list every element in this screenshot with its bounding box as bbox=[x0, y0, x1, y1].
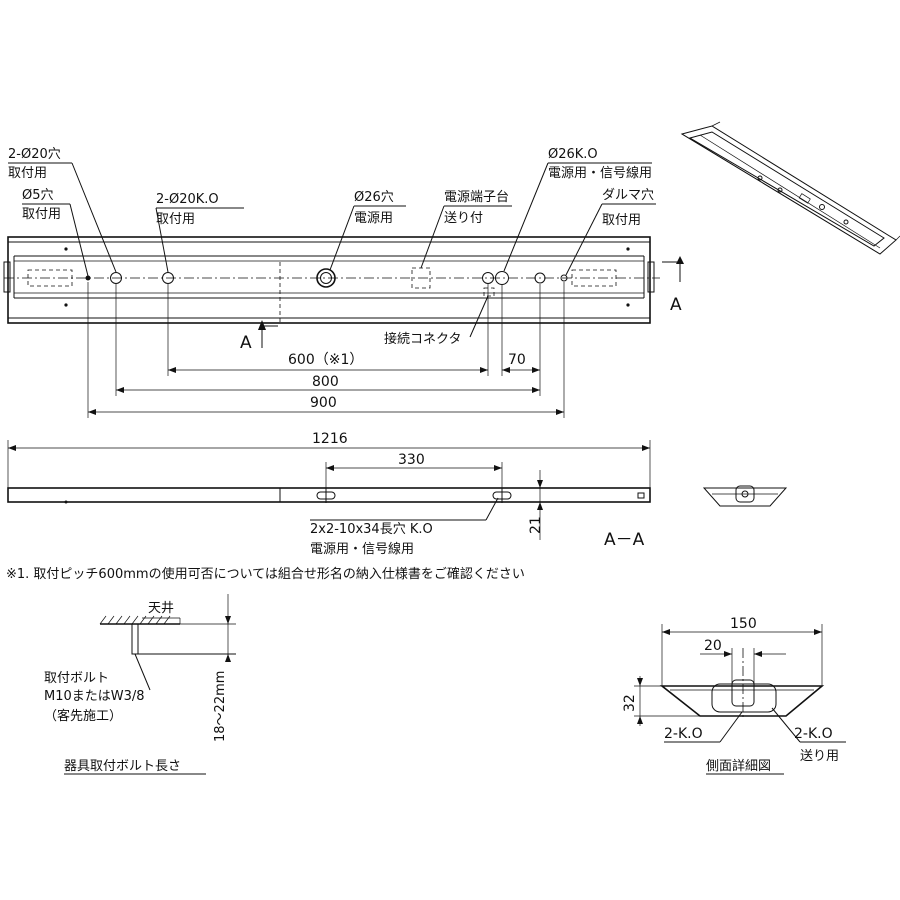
daruma-label: ダルマ穴 bbox=[602, 188, 654, 203]
fixture-body-outline bbox=[7, 236, 651, 324]
hole-26-use: 電源用 bbox=[354, 211, 393, 226]
ko26-use: 電源用・信号線用 bbox=[548, 165, 652, 181]
hole-5-use: 取付用 bbox=[22, 207, 61, 222]
dim-21: 21 bbox=[528, 516, 544, 534]
hole-26-label: Ø26穴 bbox=[354, 190, 394, 205]
ceiling-label: 天井 bbox=[148, 601, 174, 616]
hole-20ko-left bbox=[162, 272, 174, 284]
bolt-title: 取付ボルト bbox=[44, 671, 109, 686]
dim-150: 150 bbox=[730, 616, 757, 632]
ko26-label: Ø26K.O bbox=[548, 147, 598, 162]
terminal-label: 電源端子台 bbox=[444, 190, 509, 205]
bolt-caption: 器具取付ボルト長さ bbox=[64, 759, 181, 774]
bolt-length: 18～22mm bbox=[213, 671, 228, 742]
dim-600: 600（※1） bbox=[288, 352, 363, 368]
connector-label: 接続コネクタ bbox=[384, 331, 461, 347]
side-detail: 150 20 32 2-K.O 2-K.O 送り用 側面詳細図 bbox=[622, 616, 846, 775]
side-detail-caption: 側面詳細図 bbox=[706, 758, 771, 774]
isometric-view bbox=[680, 121, 900, 255]
dim-800: 800 bbox=[312, 374, 339, 390]
bolt-note: （客先施工） bbox=[44, 708, 122, 724]
section-mark-right: A bbox=[670, 295, 682, 315]
dim-32: 32 bbox=[622, 694, 638, 712]
hole-26 bbox=[316, 268, 336, 288]
hole-5 bbox=[85, 275, 91, 281]
daruma-use: 取付用 bbox=[602, 213, 641, 228]
hole-20ko-use: 取付用 bbox=[156, 212, 195, 227]
connector bbox=[483, 287, 495, 297]
dim-70: 70 bbox=[508, 352, 526, 368]
section-a-a: A－A bbox=[604, 485, 788, 550]
bolt-detail: 天井 18～22mm 取付ボルト M10またはW3/8 （客先施工） 器具取付ボ… bbox=[44, 594, 236, 775]
ko-right-label: 2-K.O bbox=[794, 726, 833, 742]
hole-5-label: Ø5穴 bbox=[22, 188, 54, 203]
dim-20: 20 bbox=[704, 638, 722, 654]
section-mark-left: A bbox=[240, 333, 252, 353]
side-view: 1216 330 21 2x2-10x34長穴 K.O 電源用・信号線用 bbox=[7, 431, 651, 557]
dim-1216: 1216 bbox=[312, 431, 348, 447]
daruma-hole bbox=[560, 274, 568, 282]
ko-left-label: 2-K.O bbox=[664, 726, 703, 742]
note-text: ※1. 取付ピッチ600mmの使用可否については組合せ形名の納入仕様書をご確認く… bbox=[6, 566, 525, 582]
slot-label: 2x2-10x34長穴 K.O bbox=[310, 522, 433, 537]
hole-20ko-right bbox=[534, 272, 546, 284]
hole-20-right bbox=[482, 272, 494, 284]
dim-900: 900 bbox=[310, 395, 337, 411]
hole-20-label: 2-Ø20穴 bbox=[8, 147, 61, 162]
hole-20-left bbox=[110, 272, 122, 284]
bolt bbox=[131, 623, 139, 655]
slot-use: 電源用・信号線用 bbox=[310, 541, 414, 557]
hole-26ko bbox=[495, 271, 509, 285]
terminal-use: 送り付 bbox=[444, 211, 483, 226]
side-body bbox=[7, 487, 651, 503]
dim-330: 330 bbox=[398, 452, 425, 468]
hole-20ko-label: 2-Ø20K.O bbox=[156, 192, 219, 207]
bolt-spec: M10またはW3/8 bbox=[44, 689, 145, 704]
section-title: A－A bbox=[604, 530, 645, 550]
hole-20-use: 取付用 bbox=[8, 166, 47, 181]
side-detail-profile bbox=[659, 685, 825, 717]
top-view: 2-Ø20穴 取付用 Ø5穴 取付用 2-Ø20K.O 取付用 Ø26穴 電源用… bbox=[3, 147, 684, 418]
ko-right-use: 送り用 bbox=[800, 749, 839, 764]
